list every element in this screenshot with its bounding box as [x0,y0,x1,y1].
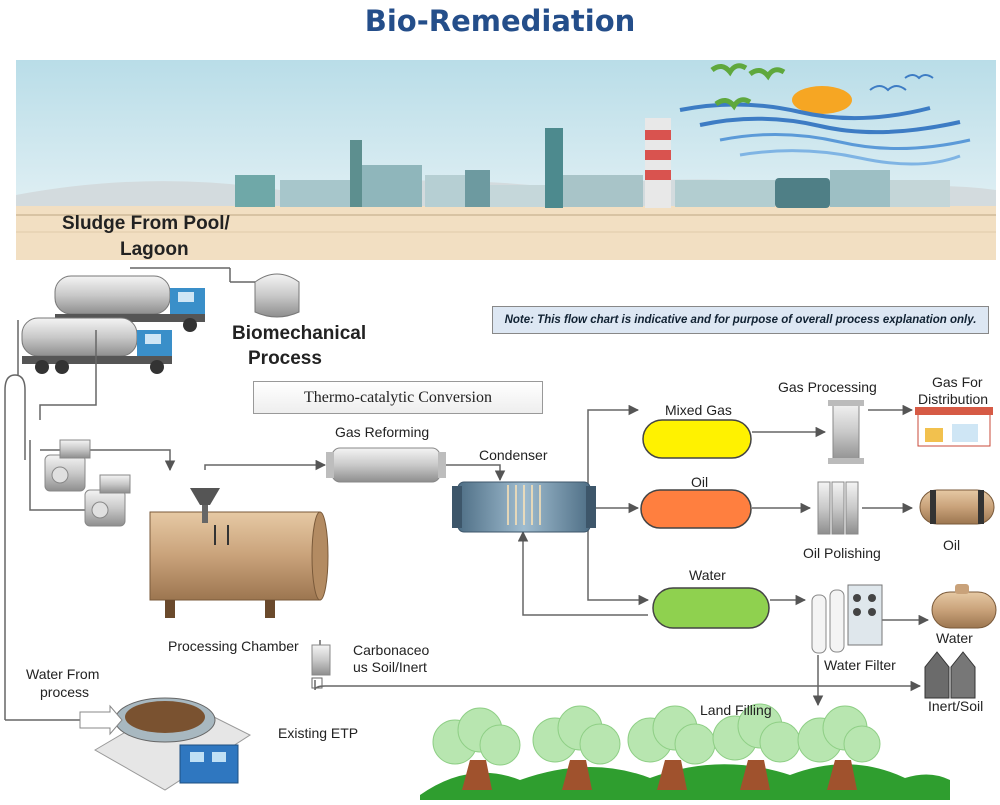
water-filter-label: Water Filter [824,657,896,673]
water-tank-icon [931,584,997,629]
etp-tank-icon [79,697,252,791]
oil-polishing-label: Oil Polishing [803,545,881,561]
sludge-label: Sludge From Pool/ [62,213,230,234]
inert-soil-label: Inert/Soil [928,698,984,714]
processing-chamber-icon [149,488,329,618]
thermo-catalytic-box: Thermo-catalytic Conversion [253,381,543,414]
gas-processing-icon [828,400,864,464]
existing-etp-label: Existing ETP [278,725,359,741]
sludge-label-line2: Lagoon [120,239,189,260]
oil-node [640,489,752,529]
oil-output-label: Oil [943,537,961,553]
water-output-label: Water [936,630,973,646]
condenser-label: Condenser [479,447,548,463]
diagram-title: Bio-Remediation [364,4,636,38]
mixed-gas-node [642,419,752,459]
silo-icon [311,644,331,689]
water-node [652,587,770,629]
carbonaceous-label: Carbonaceo [353,642,430,658]
gas-for-distribution-label-line2: Distribution [918,391,989,407]
oil-tank-icon [919,489,995,525]
water-from-process-label: Water From [26,666,100,682]
processing-chamber-label: Processing Chamber [168,638,299,654]
land-filling-trees [420,703,950,800]
carbonaceous-label-line2: us Soil/Inert [353,659,427,675]
gas-reformer-icon [326,447,446,483]
gas-for-distribution-label: Gas For [932,374,983,390]
condenser-icon [452,481,596,533]
tanker-truck-icon [21,317,172,374]
pump-icon [44,439,91,492]
inert-soil-icon [924,651,976,699]
industrial-banner [16,60,996,260]
oil-node-label: Oil [691,474,709,490]
water-filter-icon [811,584,883,654]
water-node-label: Water [689,567,726,583]
pump-icon [84,474,131,527]
biomechanical-tank-icon [130,267,300,318]
disclaimer-note: Note: This flow chart is indicative and … [492,306,989,334]
biomechanical-label-line2: Process [248,348,322,369]
land-filling-label: Land Filling [700,702,772,718]
biomechanical-label: Biomechanical [232,323,367,344]
oil-polishing-icon [817,481,859,535]
gas-station-icon [915,407,993,447]
gas-reforming-label: Gas Reforming [335,424,430,440]
gas-processing-label: Gas Processing [778,379,877,395]
water-from-process-label-line2: process [40,684,90,700]
mixed-gas-label: Mixed Gas [665,402,732,418]
